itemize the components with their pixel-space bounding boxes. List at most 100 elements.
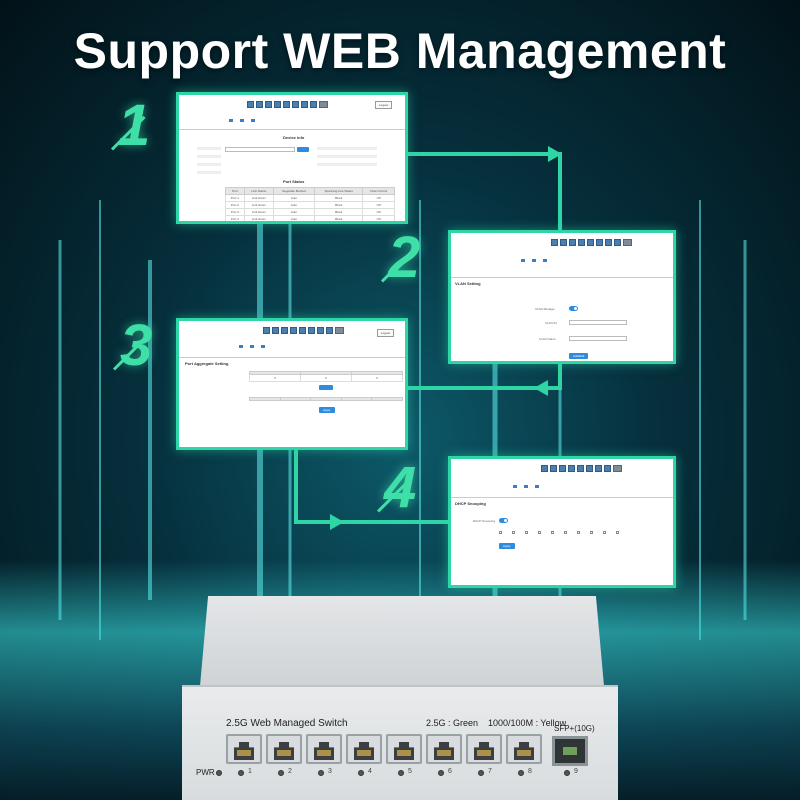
headline: Support WEB Management (73, 23, 727, 79)
port-icon[interactable] (596, 239, 603, 246)
port-icon[interactable] (568, 465, 575, 472)
table-cell: Port 1 (225, 194, 245, 202)
info-label (197, 147, 221, 150)
port-icon[interactable] (256, 101, 263, 108)
port-icon[interactable] (274, 101, 281, 108)
dhcp-apply-button[interactable]: Apply (499, 543, 515, 549)
port-icon[interactable] (326, 327, 333, 334)
port-icon[interactable] (263, 327, 270, 334)
device-name-field[interactable] (225, 147, 295, 152)
checkbox[interactable] (603, 531, 606, 534)
port-icon[interactable] (605, 239, 612, 246)
aggregate-group-select[interactable]: ▾ (249, 374, 301, 382)
port-icon[interactable] (569, 239, 576, 246)
checkbox[interactable] (499, 531, 502, 534)
aggregate-type-select[interactable]: ▾ (300, 374, 352, 382)
port-led (438, 770, 444, 776)
logout-button[interactable]: Logout (375, 101, 393, 109)
vlan-add-edit-button[interactable]: Add/Edit (569, 353, 589, 359)
port-panel (551, 239, 632, 246)
trust-port-checkboxes (499, 531, 619, 534)
port-icon[interactable] (247, 101, 254, 108)
divider (179, 129, 405, 130)
port-icon[interactable] (290, 327, 297, 334)
vlan-manage-toggle[interactable] (569, 306, 578, 311)
table-cell: Port 3 (225, 208, 245, 216)
port-icon[interactable] (577, 465, 584, 472)
port-icon[interactable] (281, 327, 288, 334)
dhcp-snooping-toggle[interactable] (499, 518, 508, 523)
port-icon[interactable] (541, 465, 548, 472)
checkbox[interactable] (538, 531, 541, 534)
port-icon[interactable] (587, 239, 594, 246)
table-cell: Link Down (243, 201, 274, 209)
port-icon[interactable] (310, 101, 317, 108)
port-icon[interactable] (604, 465, 611, 472)
port-icon[interactable] (272, 327, 279, 334)
rj45-port-7[interactable] (466, 734, 502, 764)
table-header (310, 397, 342, 401)
checkbox[interactable] (590, 531, 593, 534)
aggregate-apply-button[interactable] (319, 385, 333, 390)
table-header: Link Status (243, 187, 274, 195)
sfp-port-icon[interactable] (335, 327, 344, 334)
checkbox[interactable] (616, 531, 619, 534)
sfp-port[interactable] (552, 736, 588, 766)
vlan-name-input[interactable] (569, 336, 627, 341)
port-icon[interactable] (317, 327, 324, 334)
vlan-id-label: VLAN ID (545, 321, 557, 325)
device-name-apply-button[interactable] (297, 147, 309, 152)
port-icon[interactable] (299, 327, 306, 334)
rj45-port-8[interactable] (506, 734, 542, 764)
port-icon[interactable] (578, 239, 585, 246)
step-number-3: 3 (120, 313, 153, 378)
rj45-port-1[interactable] (226, 734, 262, 764)
port-icon[interactable] (586, 465, 593, 472)
table-cell: Port 2 (225, 201, 245, 209)
rj45-port-4[interactable] (346, 734, 382, 764)
logout-button[interactable]: Logout (377, 329, 395, 337)
vlan-id-input[interactable] (569, 320, 627, 325)
step-number-4: 4 (384, 455, 417, 520)
checkbox[interactable] (577, 531, 580, 534)
aggregate-port-select[interactable]: ▾ (351, 374, 403, 382)
checkbox[interactable] (512, 531, 515, 534)
speed-legend-label: 2.5G : Green 1000/100M : Yellow (426, 718, 567, 728)
port-icon[interactable] (301, 101, 308, 108)
port-icon[interactable] (308, 327, 315, 334)
rj45-port-5[interactable] (386, 734, 422, 764)
port-led (518, 770, 524, 776)
port-icon[interactable] (550, 465, 557, 472)
table-cell: Off (362, 194, 395, 202)
port-led (478, 770, 484, 776)
info-value (317, 155, 377, 158)
port-icon[interactable] (560, 239, 567, 246)
port-icon[interactable] (614, 239, 621, 246)
port-icon[interactable] (559, 465, 566, 472)
sfp-led (564, 770, 570, 776)
pwr-label: PWR (196, 768, 215, 777)
info-value (317, 163, 377, 166)
rj45-port-3[interactable] (306, 734, 342, 764)
port-led (398, 770, 404, 776)
sfp-port-icon[interactable] (319, 101, 328, 108)
checkbox[interactable] (564, 531, 567, 534)
port-icon[interactable] (265, 101, 272, 108)
port-icon[interactable] (283, 101, 290, 108)
port-icon[interactable] (551, 239, 558, 246)
checkbox[interactable] (551, 531, 554, 534)
rj45-port-6[interactable] (426, 734, 462, 764)
aggregate-list-apply-button[interactable]: Apply (319, 407, 335, 413)
port-number: 9 (574, 768, 578, 775)
port-icon[interactable] (595, 465, 602, 472)
port-icon[interactable] (292, 101, 299, 108)
sfp-port-icon[interactable] (623, 239, 632, 246)
sfp-port-icon[interactable] (613, 465, 622, 472)
checkbox[interactable] (525, 531, 528, 534)
rj45-port-2[interactable] (266, 734, 302, 764)
table-header (249, 397, 281, 401)
